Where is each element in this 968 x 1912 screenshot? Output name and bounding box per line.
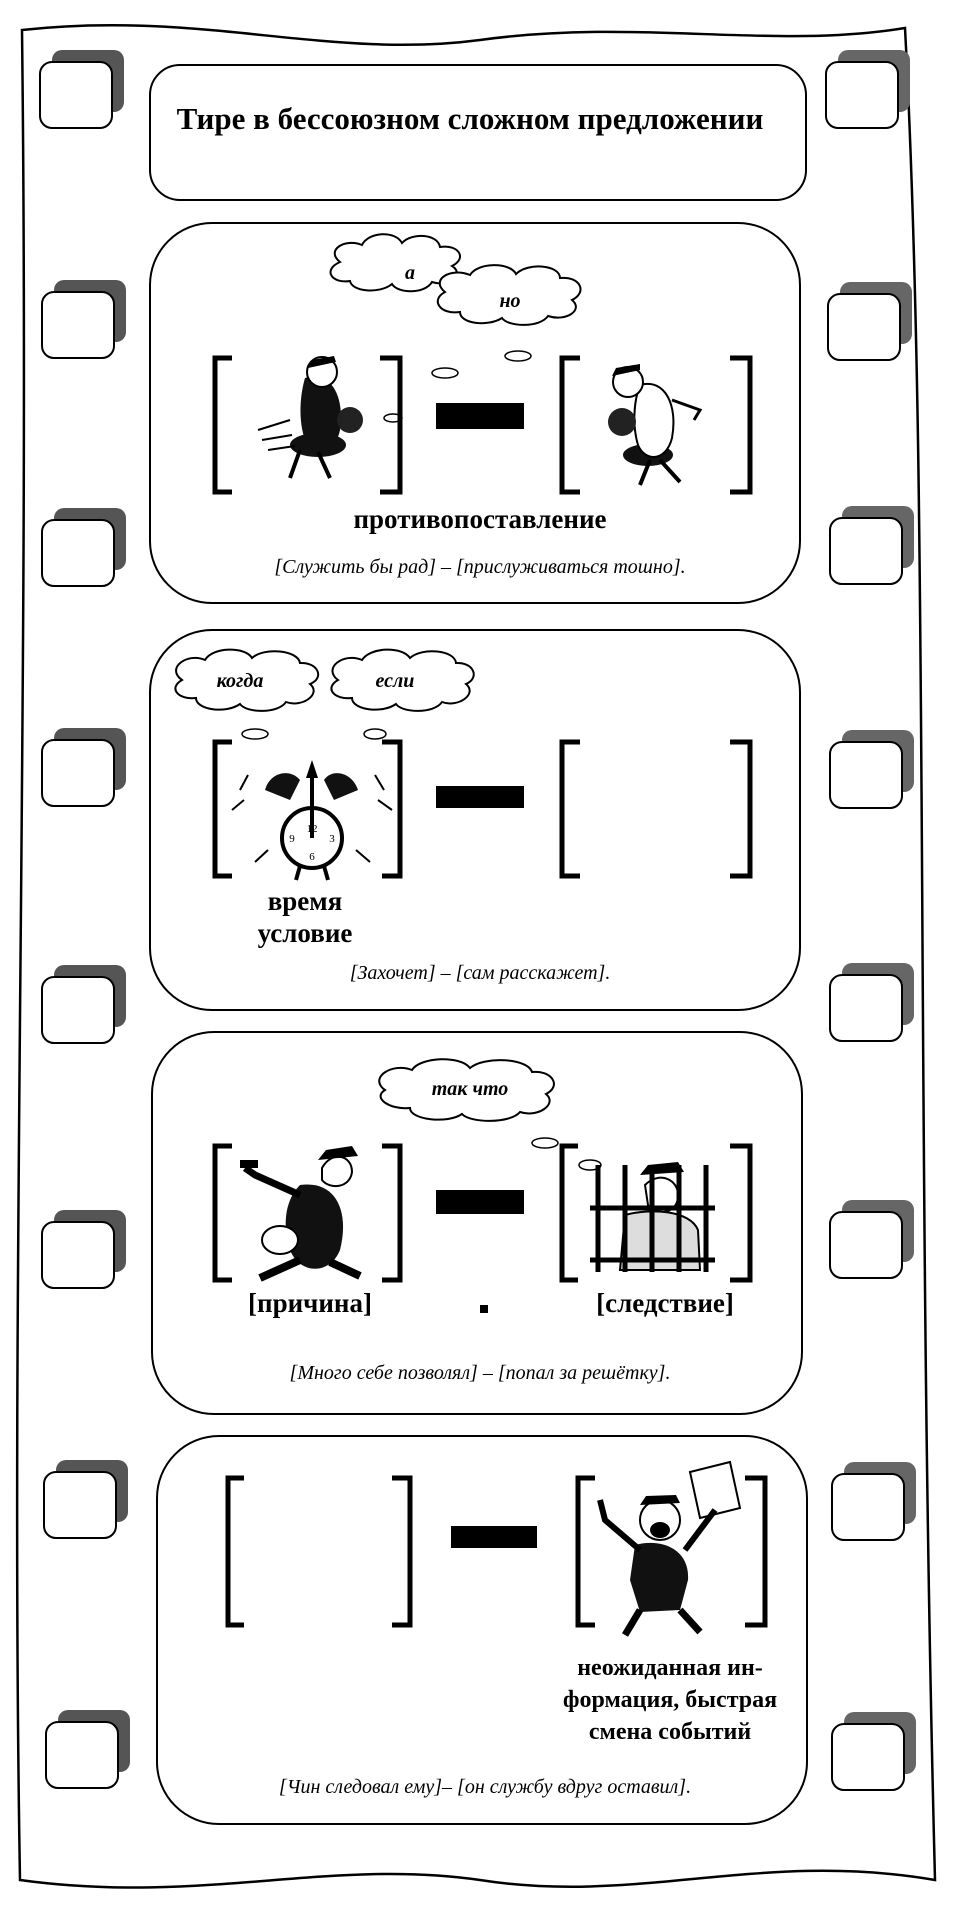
shouting-man-figure (597, 1460, 742, 1637)
thought-bubble (431, 367, 459, 379)
thought-bubble (531, 1137, 559, 1149)
frame-2-label-time: время (267, 886, 343, 916)
bracket (382, 739, 403, 879)
robber-figure (240, 1146, 362, 1282)
bracket (575, 1475, 595, 1628)
bracket (212, 1143, 232, 1283)
cloud-word-esli: если (375, 670, 415, 692)
svg-text:9: 9 (289, 833, 295, 845)
film-strip-border (15, 23, 937, 1889)
dash (436, 786, 524, 808)
frame-2-example: [Захочет] – [сам расскажет]. (349, 962, 611, 984)
frame-1 (149, 222, 801, 604)
cloud-word-tak-chto: так что (431, 1078, 509, 1100)
frame-2 (149, 629, 801, 1011)
frame-4 (156, 1435, 808, 1825)
frame-4-label-line: формация, быстрая (562, 1687, 778, 1713)
page-title: Тире в бессоюзном сложном предложении (176, 101, 764, 136)
frame-2-label-condition: условие (257, 918, 353, 948)
frame-3-label-cause: [причина] (248, 1288, 372, 1318)
bracket (730, 355, 753, 495)
bracket (380, 355, 403, 495)
bracket (559, 739, 580, 879)
frame-4-label-line: смена событий (588, 1719, 752, 1745)
thought-bubble (363, 728, 387, 740)
speech-cloud (378, 1058, 555, 1122)
thought-bubble (504, 350, 532, 362)
dash (436, 1190, 524, 1214)
bracket (745, 1475, 768, 1628)
bracket (730, 1143, 753, 1283)
dash (436, 403, 524, 429)
dreamer-figure (257, 356, 363, 479)
dreamer-figure (608, 364, 703, 486)
bracket (212, 739, 232, 879)
speech-cloud (174, 648, 475, 712)
bracket (212, 355, 232, 495)
frame-3-example: [Много себе позволял] – [попал за решётк… (289, 1362, 671, 1384)
bracket (382, 1143, 403, 1283)
alarm-clock: 12 9 3 6 (231, 760, 393, 881)
frame-1-example: [Служить бы рад] – [прислуживаться тошно… (274, 556, 686, 578)
sprocket-holes-left (39, 50, 130, 1789)
frame-1-label: противопоставление (353, 504, 607, 534)
prisoner-figure (590, 1162, 715, 1272)
thought-bubble (241, 728, 269, 740)
bracket (225, 1475, 244, 1628)
bracket (559, 1143, 578, 1283)
bracket (392, 1475, 413, 1628)
svg-text:6: 6 (309, 851, 315, 863)
cloud-word-kogda: когда (216, 670, 264, 692)
frame-3 (151, 1031, 803, 1415)
cloud-word-no: но (499, 290, 521, 312)
frame-4-label-line: неожиданная ин- (577, 1655, 763, 1681)
bracket (730, 739, 753, 879)
frame-3-label-effect: [следствие] (596, 1288, 734, 1318)
frame-4-label: неожиданная ин- формация, быстрая смена … (520, 1652, 820, 1748)
speech-cloud (329, 233, 582, 326)
cloud-word-a: а (405, 262, 415, 284)
svg-text:3: 3 (329, 833, 335, 845)
title-frame (149, 64, 807, 201)
dash (451, 1526, 537, 1548)
bracket (559, 355, 580, 495)
sprocket-holes-right (825, 50, 916, 1791)
frame-4-example: [Чин следовал ему]– [он службу вдруг ост… (278, 1776, 692, 1798)
dash (480, 1305, 488, 1313)
